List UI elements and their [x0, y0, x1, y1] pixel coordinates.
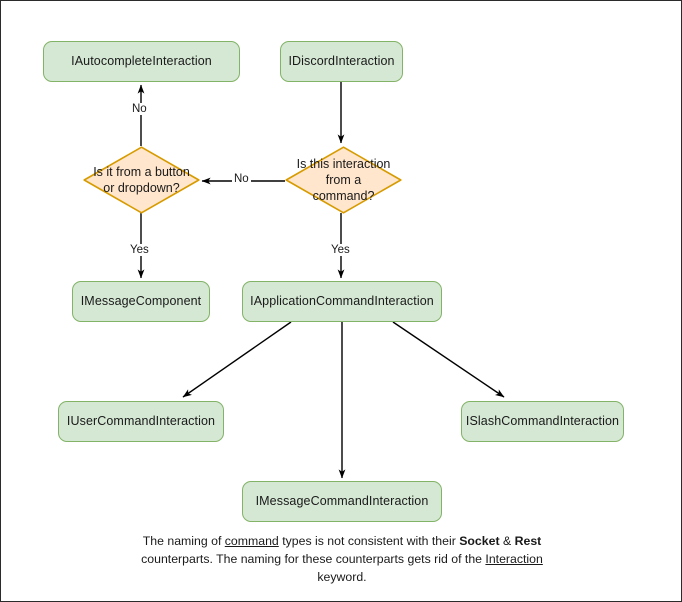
node-question-from-command[interactable]: Is this interaction from a command?: [285, 146, 402, 214]
node-autocomplete-interaction[interactable]: IAutocompleteInteraction: [43, 41, 240, 82]
caption-underline-command: command: [224, 534, 279, 548]
node-label: IUserCommandInteraction: [66, 413, 216, 428]
node-label: IDiscordInteraction: [288, 53, 395, 68]
diamond-shape: [285, 146, 402, 214]
caption-amp: &: [499, 534, 515, 548]
node-label: IApplicationCommandInteraction: [250, 293, 434, 308]
caption-text-3: counterparts. The naming for these count…: [141, 552, 486, 567]
node-message-command-interaction[interactable]: IMessageCommandInteraction: [242, 481, 442, 522]
node-discord-interaction[interactable]: IDiscordInteraction: [280, 41, 403, 82]
node-label: IAutocompleteInteraction: [71, 53, 212, 68]
caption-text-4: keyword.: [317, 570, 367, 585]
edge-label-no-to-button-question: No: [232, 173, 251, 185]
node-label: IMessageComponent: [80, 293, 202, 308]
caption-text-1: The naming of: [142, 534, 225, 548]
edge-label-yes-to-application-command: Yes: [329, 244, 352, 256]
node-label: Is it from a button or dropdown?: [93, 164, 190, 195]
node-label: IMessageCommandInteraction: [255, 493, 429, 508]
edge-appcommand-to-slashcommand: [392, 321, 505, 398]
caption-bold-socket: Socket: [459, 534, 500, 548]
edge-label-yes-to-message-component: Yes: [128, 244, 151, 256]
diamond-shape: [83, 146, 200, 214]
caption-bold-rest: Rest: [514, 534, 542, 548]
node-label: ISlashCommandInteraction: [465, 413, 620, 428]
node-user-command-interaction[interactable]: IUserCommandInteraction: [58, 401, 224, 442]
node-question-button-or-dropdown[interactable]: Is it from a button or dropdown?: [83, 146, 200, 214]
node-message-component[interactable]: IMessageComponent: [72, 281, 210, 322]
node-application-command-interaction[interactable]: IApplicationCommandInteraction: [242, 281, 442, 322]
edge-label-no-to-autocomplete: No: [130, 103, 149, 115]
node-label: Is this interaction from a command?: [296, 156, 391, 204]
edge-appcommand-to-usercommand: [182, 321, 292, 398]
caption-underline-interaction: Interaction: [485, 552, 543, 567]
caption-text-2: types is not consistent with their: [278, 534, 460, 548]
node-slash-command-interaction[interactable]: ISlashCommandInteraction: [461, 401, 624, 442]
diagram-caption: The naming of command types is not consi…: [121, 532, 563, 587]
